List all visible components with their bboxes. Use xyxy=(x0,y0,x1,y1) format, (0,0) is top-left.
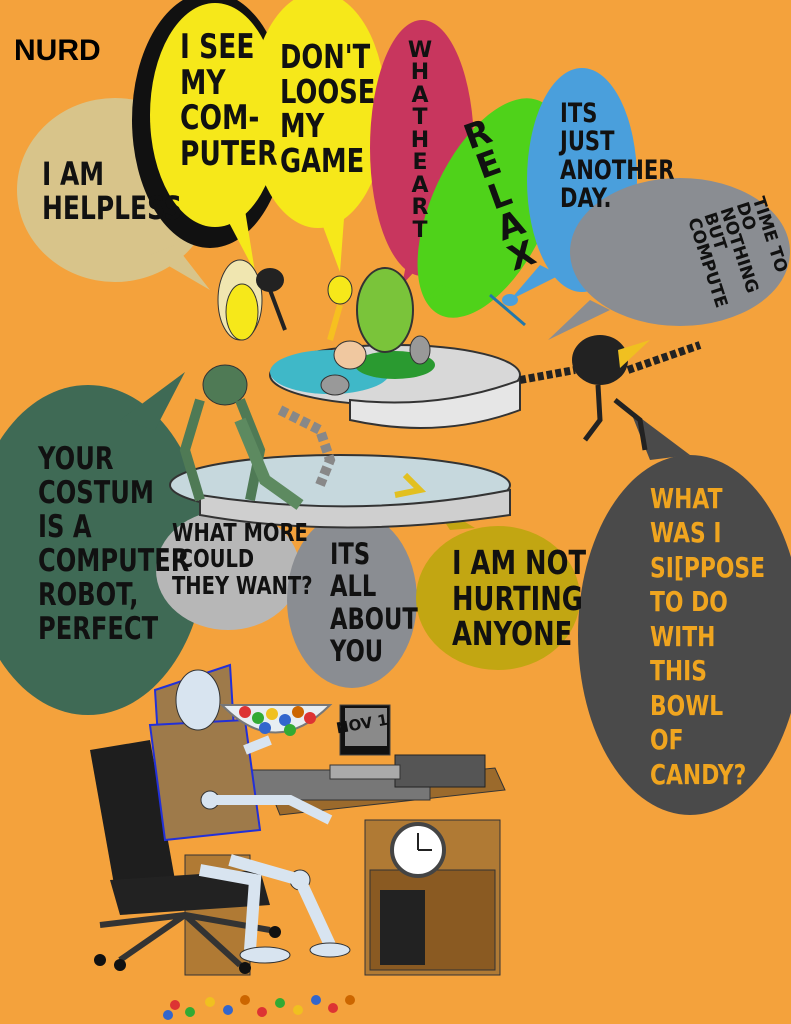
robot-person xyxy=(148,663,351,964)
creature-group xyxy=(179,259,526,510)
crow xyxy=(519,335,702,451)
page-title: NURD xyxy=(14,34,101,67)
bubble-text-what-more: WHAT MORE COULD THEY WANT? xyxy=(172,518,313,600)
upper-platform xyxy=(269,344,521,429)
bubble-see-computer xyxy=(132,0,288,272)
candy-bowl xyxy=(219,704,333,736)
bubble-relax xyxy=(417,98,563,318)
spilled-candy xyxy=(163,995,355,1020)
bubble-loose-game xyxy=(250,0,386,272)
bubble-compute xyxy=(548,178,790,340)
bubble-costum xyxy=(0,372,206,715)
lower-platform xyxy=(169,454,511,529)
